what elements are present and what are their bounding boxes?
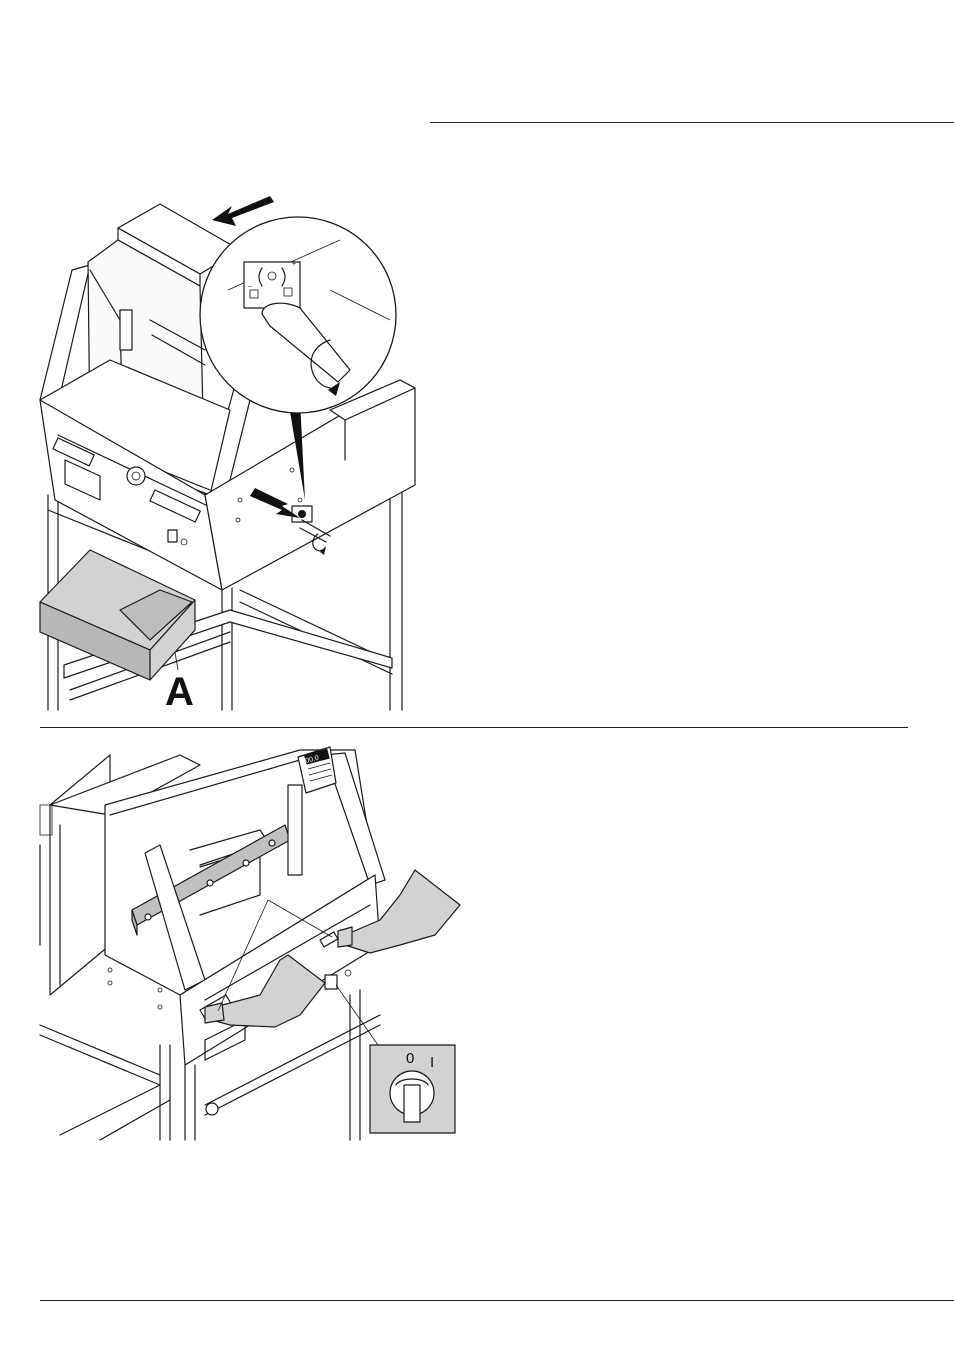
switch-pointer-line [336, 985, 378, 1045]
top-rule [430, 122, 954, 123]
callout-label-a: A [165, 670, 194, 714]
detail-magnifier: – + [200, 217, 396, 413]
push-arrow [212, 196, 274, 226]
switch-position-0: 0 [406, 1050, 414, 1067]
package-a: A [40, 550, 195, 714]
detail-plus-label: + [292, 261, 296, 268]
main-switch-detail: 0 I [370, 1045, 455, 1133]
figure-two-hand-operation: 00.0 0 I [0, 745, 470, 1145]
figure-knife-adjustment: A – + [0, 170, 430, 715]
detail-minus-label: – [248, 283, 252, 290]
middle-rule [40, 727, 908, 728]
bottom-rule [40, 1300, 954, 1301]
switch-position-1: I [430, 1054, 434, 1071]
